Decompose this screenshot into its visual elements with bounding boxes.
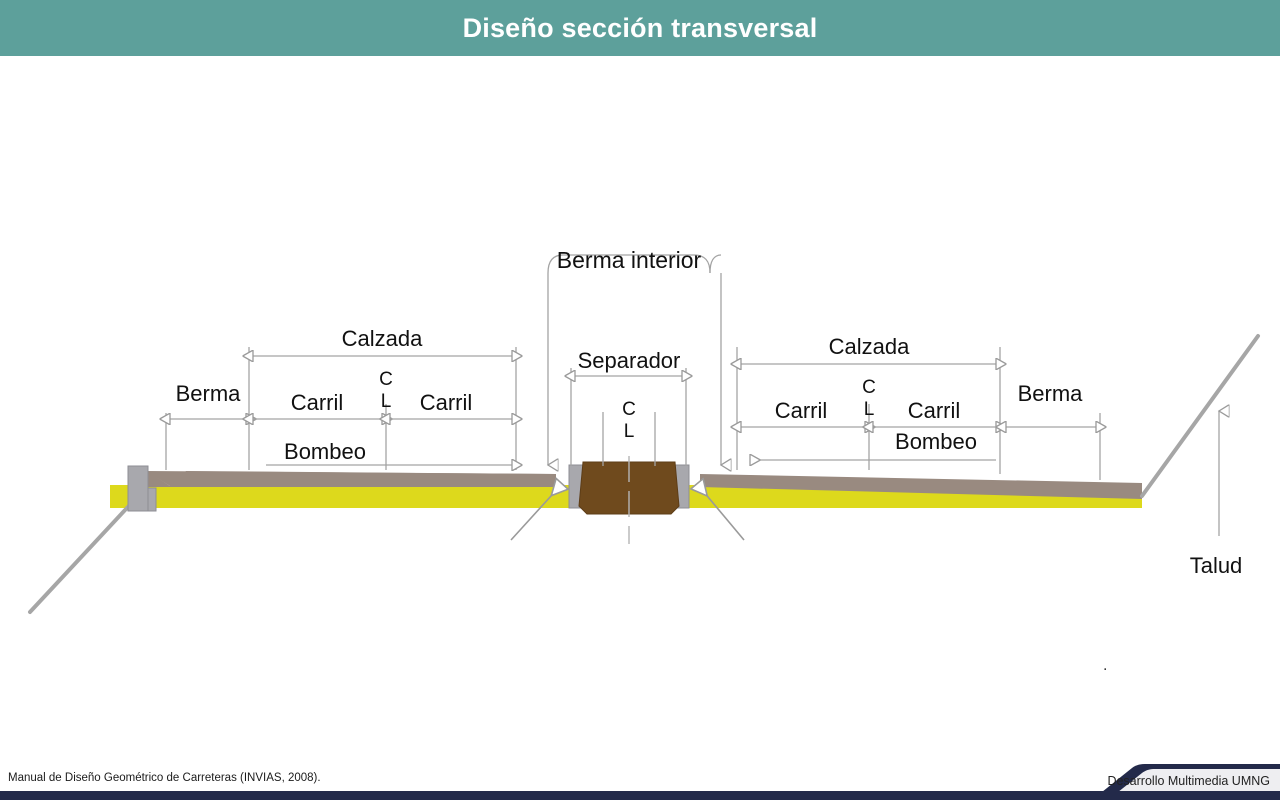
label-carril-left-1: Carril bbox=[291, 390, 344, 415]
stray-dot-mark: . bbox=[1103, 657, 1107, 674]
pavement-surface-right bbox=[700, 474, 1142, 499]
label-centerline-centre-l: L bbox=[624, 421, 635, 442]
label-carril-right-1: Carril bbox=[775, 398, 828, 423]
right-dimension-group bbox=[737, 347, 1100, 480]
label-calzada-left: Calzada bbox=[342, 326, 423, 351]
label-carril-right-2: Carril bbox=[908, 398, 961, 423]
label-centerline-left-c: C bbox=[379, 369, 393, 390]
source-citation: Manual de Diseño Geométrico de Carretera… bbox=[8, 772, 321, 784]
label-berma-left: Berma bbox=[176, 381, 242, 406]
left-embankment-slope bbox=[28, 492, 142, 614]
brand-label: Desarrollo Multimedia UMNG bbox=[1107, 774, 1270, 788]
cross-section-svg: Calzada Berma Carril Carril C L Bombeo B… bbox=[28, 247, 1260, 674]
centre-labels: Berma interior Separador C L bbox=[557, 247, 702, 442]
label-talud: Talud bbox=[1190, 553, 1243, 578]
label-centerline-right-c: C bbox=[862, 377, 876, 398]
pavement-surface-left bbox=[144, 469, 556, 487]
label-centerline-right-l: L bbox=[864, 399, 875, 420]
diagram-canvas: Calzada Berma Carril Carril C L Bombeo B… bbox=[0, 56, 1280, 756]
right-dimension-labels: Calzada Carril Carril C L Bombeo Berma bbox=[775, 334, 1083, 454]
left-dimension-group bbox=[166, 347, 516, 470]
page-title: Diseño sección transversal bbox=[462, 12, 818, 43]
label-carril-left-2: Carril bbox=[420, 390, 473, 415]
label-calzada-right: Calzada bbox=[829, 334, 910, 359]
label-bombeo-left: Bombeo bbox=[284, 439, 366, 464]
left-guardrail bbox=[127, 465, 157, 512]
label-centerline-centre-c: C bbox=[622, 399, 636, 420]
label-bombeo-right: Bombeo bbox=[895, 429, 977, 454]
label-separador: Separador bbox=[578, 348, 681, 373]
header-bar: Diseño sección transversal bbox=[0, 0, 1280, 56]
label-centerline-left-l: L bbox=[381, 391, 392, 412]
right-embankment-slope bbox=[1140, 334, 1260, 498]
left-dimension-labels: Calzada Berma Carril Carril C L Bombeo bbox=[176, 326, 473, 464]
label-berma-interior: Berma interior bbox=[557, 247, 702, 273]
separador-group bbox=[571, 368, 686, 466]
footer-bottom-bar bbox=[0, 791, 1280, 800]
inner-berma-leaders bbox=[510, 485, 745, 541]
berma-interior-group bbox=[548, 254, 721, 465]
label-berma-right: Berma bbox=[1018, 381, 1084, 406]
median-separator bbox=[568, 456, 690, 544]
